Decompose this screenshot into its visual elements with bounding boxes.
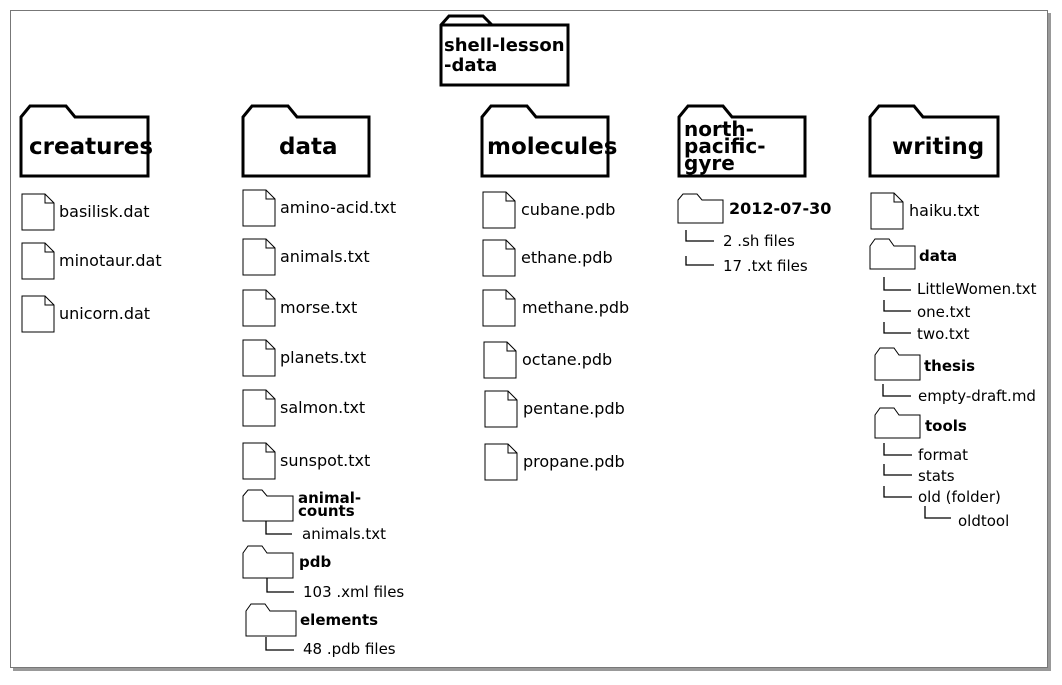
folder-label-writing: writing	[892, 134, 985, 160]
tree-item-label: old (folder)	[918, 488, 1001, 506]
file-icon	[482, 289, 516, 327]
file-icon	[242, 289, 276, 327]
file-label: propane.pdb	[523, 452, 625, 471]
tree-item-label: format	[918, 446, 969, 464]
tree-item-label: oldtool	[958, 512, 1010, 530]
file-icon	[242, 189, 276, 227]
file-label: planets.txt	[280, 348, 367, 367]
tree-connector	[265, 521, 292, 535]
file-label: unicorn.dat	[59, 304, 151, 323]
file-label: methane.pdb	[522, 298, 630, 317]
tree-item-label: 48 .pdb files	[303, 640, 396, 658]
subfolder-icon-pdb	[242, 545, 294, 579]
folder-label-data: data	[279, 134, 338, 160]
file-icon	[870, 192, 904, 230]
subfolder-icon-2012	[677, 193, 724, 224]
subfolder-label-animal-counts: animal- counts	[298, 489, 362, 520]
file-icon	[242, 442, 276, 480]
file-icon	[483, 341, 517, 379]
subfolder-label-tools: tools	[925, 417, 967, 435]
tree-connector	[883, 322, 911, 334]
tree-item-label: 103 .xml files	[303, 583, 405, 601]
subfolder-label-2012-07-30: 2012-07-30	[729, 199, 832, 218]
subfolder-icon-animal-counts	[242, 489, 294, 522]
file-label: octane.pdb	[522, 350, 613, 369]
file-label: sunspot.txt	[280, 451, 371, 470]
tree-item-label: stats	[918, 467, 955, 485]
tree-item-label: 17 .txt files	[723, 257, 808, 275]
file-label: animals.txt	[280, 247, 370, 266]
subfolder-label-pdb: pdb	[299, 553, 332, 571]
file-label: basilisk.dat	[59, 202, 150, 221]
subfolder-label-thesis: thesis	[924, 357, 976, 375]
subfolder-icon-writing-data	[869, 238, 916, 270]
tree-connector	[685, 256, 714, 266]
npg-folder-icon	[677, 104, 807, 178]
subfolder-label-elements: elements	[300, 611, 379, 629]
file-icon	[21, 295, 55, 333]
folder-label-north-pacific-gyre: north- pacific- gyre	[684, 117, 766, 175]
file-label: amino-acid.txt	[280, 198, 397, 217]
file-label: cubane.pdb	[521, 200, 616, 219]
file-label: morse.txt	[280, 298, 358, 317]
tree-item-label: empty-draft.md	[918, 387, 1036, 405]
tree-item-label: two.txt	[917, 325, 970, 343]
tree-connector	[883, 443, 912, 456]
file-label: pentane.pdb	[523, 399, 625, 418]
file-icon	[242, 339, 276, 377]
folder-label-molecules: molecules	[487, 134, 618, 160]
tree-connector	[265, 637, 294, 651]
writing-folder-icon	[868, 104, 1000, 178]
file-icon	[21, 242, 55, 280]
tree-connector	[883, 486, 912, 498]
tree-connector	[883, 277, 911, 291]
tree-connector	[882, 384, 911, 397]
subfolder-label-writing-data: data	[919, 247, 958, 265]
file-icon	[242, 389, 276, 427]
file-icon	[21, 193, 55, 231]
tree-connector	[685, 230, 714, 242]
subfolder-icon-tools	[874, 407, 921, 439]
file-icon	[482, 191, 516, 229]
folder-label-creatures: creatures	[29, 134, 154, 160]
tree-connector	[883, 464, 912, 476]
tree-item-label: one.txt	[917, 303, 971, 321]
tree-item-label: animals.txt	[302, 525, 387, 543]
file-label: ethane.pdb	[521, 248, 613, 267]
file-icon	[484, 443, 518, 481]
tree-item-label: LittleWomen.txt	[917, 280, 1037, 298]
file-icon	[484, 390, 518, 428]
tree-connector	[924, 506, 951, 519]
data-folder-icon	[241, 104, 371, 178]
tree-connector	[266, 578, 294, 593]
file-label: minotaur.dat	[59, 251, 162, 270]
tree-item-label: 2 .sh files	[723, 232, 795, 250]
file-label: salmon.txt	[280, 398, 366, 417]
subfolder-icon-thesis	[874, 347, 921, 381]
tree-connector	[883, 300, 911, 312]
file-icon	[482, 239, 516, 277]
file-label: haiku.txt	[909, 201, 980, 220]
root-folder-label: shell-lesson -data	[444, 35, 565, 76]
subfolder-icon-elements	[245, 603, 297, 637]
file-icon	[242, 238, 276, 276]
molecules-folder-icon	[480, 104, 610, 178]
root-folder-icon	[439, 14, 570, 87]
creatures-folder-icon	[19, 104, 150, 178]
